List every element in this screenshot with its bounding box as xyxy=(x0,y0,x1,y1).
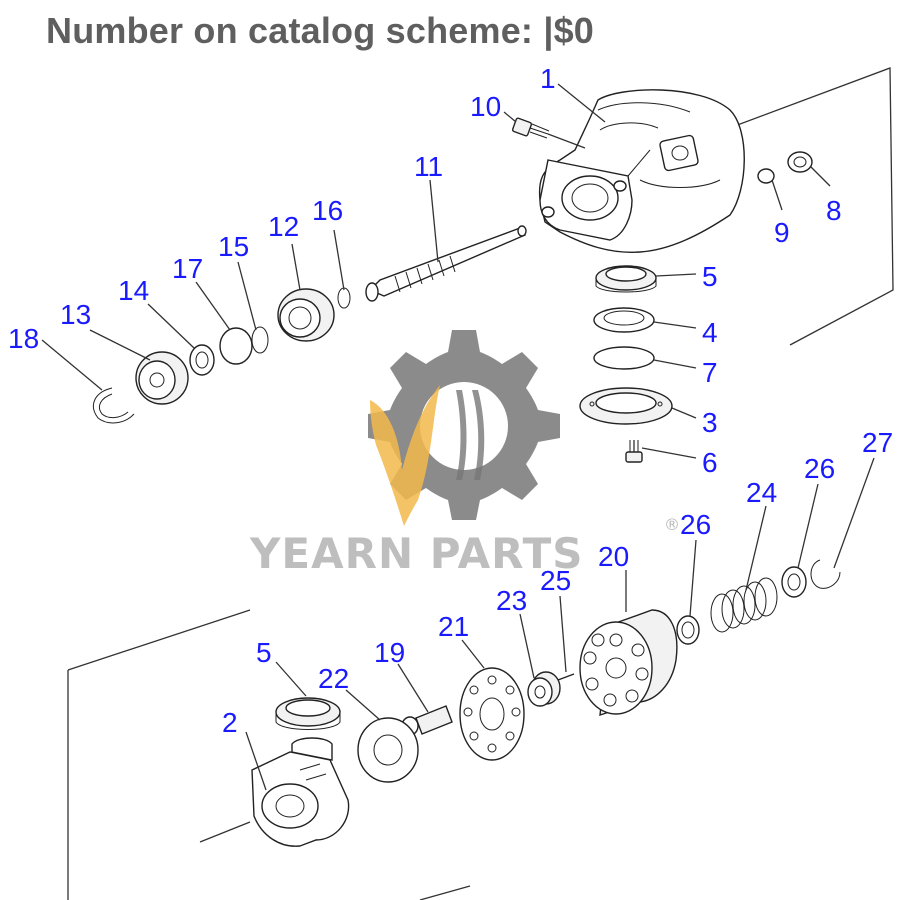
callout-16[interactable]: 16 xyxy=(312,195,343,226)
part-26-spacer-upper[interactable] xyxy=(781,566,807,598)
part-10-bolt[interactable] xyxy=(511,117,586,149)
callout-15[interactable]: 15 xyxy=(218,231,249,262)
part-5-bearing-lower[interactable] xyxy=(275,697,341,730)
part-9-oring[interactable] xyxy=(757,168,775,184)
callout-3[interactable]: 3 xyxy=(702,407,718,438)
callout-4[interactable]: 4 xyxy=(702,317,718,348)
part-14-seal[interactable] xyxy=(189,344,215,376)
callout-26-lower[interactable]: 26 xyxy=(680,509,711,540)
callout-21[interactable]: 21 xyxy=(438,611,469,642)
callout-7[interactable]: 7 xyxy=(702,357,718,388)
part-12-bearing[interactable] xyxy=(277,288,335,342)
part-17-oring[interactable] xyxy=(219,327,253,365)
callout-18[interactable]: 18 xyxy=(8,323,39,354)
part-3-retainer[interactable] xyxy=(579,387,673,425)
part-15-snap-ring[interactable] xyxy=(251,326,269,354)
part-27-circlip[interactable] xyxy=(810,559,841,589)
leader-lines xyxy=(41,83,875,791)
watermark-brand-text: YEARN PARTS xyxy=(249,529,584,578)
callout-11[interactable]: 11 xyxy=(414,151,443,182)
callout-13[interactable]: 13 xyxy=(60,299,91,330)
callout-9[interactable]: 9 xyxy=(774,217,790,248)
callout-12[interactable]: 12 xyxy=(268,211,299,242)
part-6-bolt[interactable] xyxy=(625,440,643,463)
callout-22[interactable]: 22 xyxy=(318,663,349,694)
callout-6[interactable]: 6 xyxy=(702,447,718,478)
callout-1[interactable]: 1 xyxy=(540,63,556,94)
callout-23[interactable]: 23 xyxy=(496,585,527,616)
callout-19[interactable]: 19 xyxy=(374,637,405,668)
part-11-shaft[interactable] xyxy=(365,225,527,302)
callout-24[interactable]: 24 xyxy=(746,477,777,508)
callout-5-upper[interactable]: 5 xyxy=(702,261,718,292)
part-25-pin[interactable] xyxy=(557,673,575,681)
callout-20[interactable]: 20 xyxy=(598,541,629,572)
part-23-bushing[interactable] xyxy=(527,671,561,707)
part-24-spring[interactable] xyxy=(710,577,778,633)
callout-26-upper[interactable]: 26 xyxy=(804,453,835,484)
page-title: Number on catalog scheme: |$0 xyxy=(46,10,595,51)
callout-14[interactable]: 14 xyxy=(118,275,149,306)
part-7-oring[interactable] xyxy=(593,346,655,370)
part-8-plug[interactable] xyxy=(787,151,813,173)
part-2-rocker-cam[interactable] xyxy=(251,737,350,847)
watermark-registered-mark: ® xyxy=(664,515,680,534)
part-18-circlip[interactable] xyxy=(93,387,135,424)
part-16-snap-ring[interactable] xyxy=(337,287,351,309)
callout-8[interactable]: 8 xyxy=(826,195,842,226)
yearn-parts-watermark: YEARN PARTS ® xyxy=(249,330,680,578)
part-20-cylinder-block[interactable] xyxy=(579,609,678,717)
callout-labels: 1 10 11 16 12 15 17 14 13 18 8 9 5 4 7 3… xyxy=(8,63,893,738)
callout-25[interactable]: 25 xyxy=(540,565,571,596)
callout-27[interactable]: 27 xyxy=(862,427,893,458)
plane-outlines xyxy=(67,67,894,900)
callout-10[interactable]: 10 xyxy=(470,91,501,122)
part-1-housing[interactable] xyxy=(538,89,745,253)
part-26-spacer-lower[interactable] xyxy=(676,615,700,645)
callout-5-lower[interactable]: 5 xyxy=(256,637,272,668)
part-5-bearing-upper[interactable] xyxy=(595,265,657,293)
callout-2[interactable]: 2 xyxy=(222,707,238,738)
part-13-cover[interactable] xyxy=(135,351,189,405)
part-21-retainer-plate[interactable] xyxy=(459,667,525,761)
callout-17[interactable]: 17 xyxy=(172,253,203,284)
part-4-seal[interactable] xyxy=(593,307,655,333)
part-22-swash-plate[interactable] xyxy=(357,717,419,783)
flame-icon xyxy=(370,385,440,526)
